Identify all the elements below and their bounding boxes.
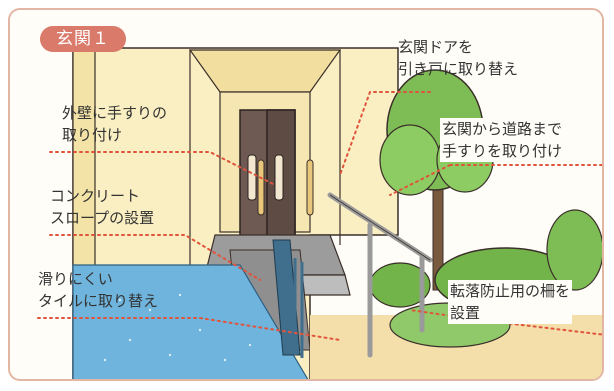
label-door: 玄関ドアを 引き戸に取り替え bbox=[398, 36, 518, 80]
label-road-handrail: 玄関から道路まで 手すりを取り付け bbox=[440, 118, 565, 162]
label-slope: コンクリート スロープの設置 bbox=[50, 185, 154, 229]
label-fence: 転落防止用の柵を 設置 bbox=[448, 280, 573, 324]
tile-floor bbox=[72, 264, 309, 379]
wall-handrail bbox=[257, 159, 314, 216]
label-road-handrail-line1: 玄関から道路まで bbox=[440, 118, 565, 140]
label-tile-line1: 滑りにくい bbox=[38, 270, 113, 288]
sliding-door bbox=[239, 109, 296, 241]
section-badge: 玄関１ bbox=[40, 26, 126, 52]
label-wall-handrail: 外壁に手すりの 取り付け bbox=[62, 102, 167, 146]
label-wall-handrail-line1: 外壁に手すりの bbox=[62, 104, 168, 122]
label-door-line1: 玄関ドアを bbox=[398, 38, 474, 56]
label-road-handrail-line2: 手すりを取り付け bbox=[440, 140, 565, 162]
label-door-line2: 引き戸に取り替え bbox=[398, 60, 519, 78]
label-tile-line2: タイルに取り替え bbox=[38, 292, 159, 310]
fence bbox=[293, 258, 304, 358]
label-fence-line2: 設置 bbox=[448, 302, 573, 324]
label-wall-handrail-line2: 取り付け bbox=[62, 126, 123, 144]
label-slope-line1: コンクリート bbox=[50, 187, 141, 205]
label-fence-line1: 転落防止用の柵を bbox=[448, 280, 573, 302]
card-frame: 玄関１ 玄関ドアを 引き戸に取り替え 外壁に手すりの 取り付け 玄関から道路まで… bbox=[8, 8, 604, 381]
label-slope-line2: スロープの設置 bbox=[50, 209, 155, 227]
label-tile: 滑りにくい タイルに取り替え bbox=[38, 268, 158, 312]
